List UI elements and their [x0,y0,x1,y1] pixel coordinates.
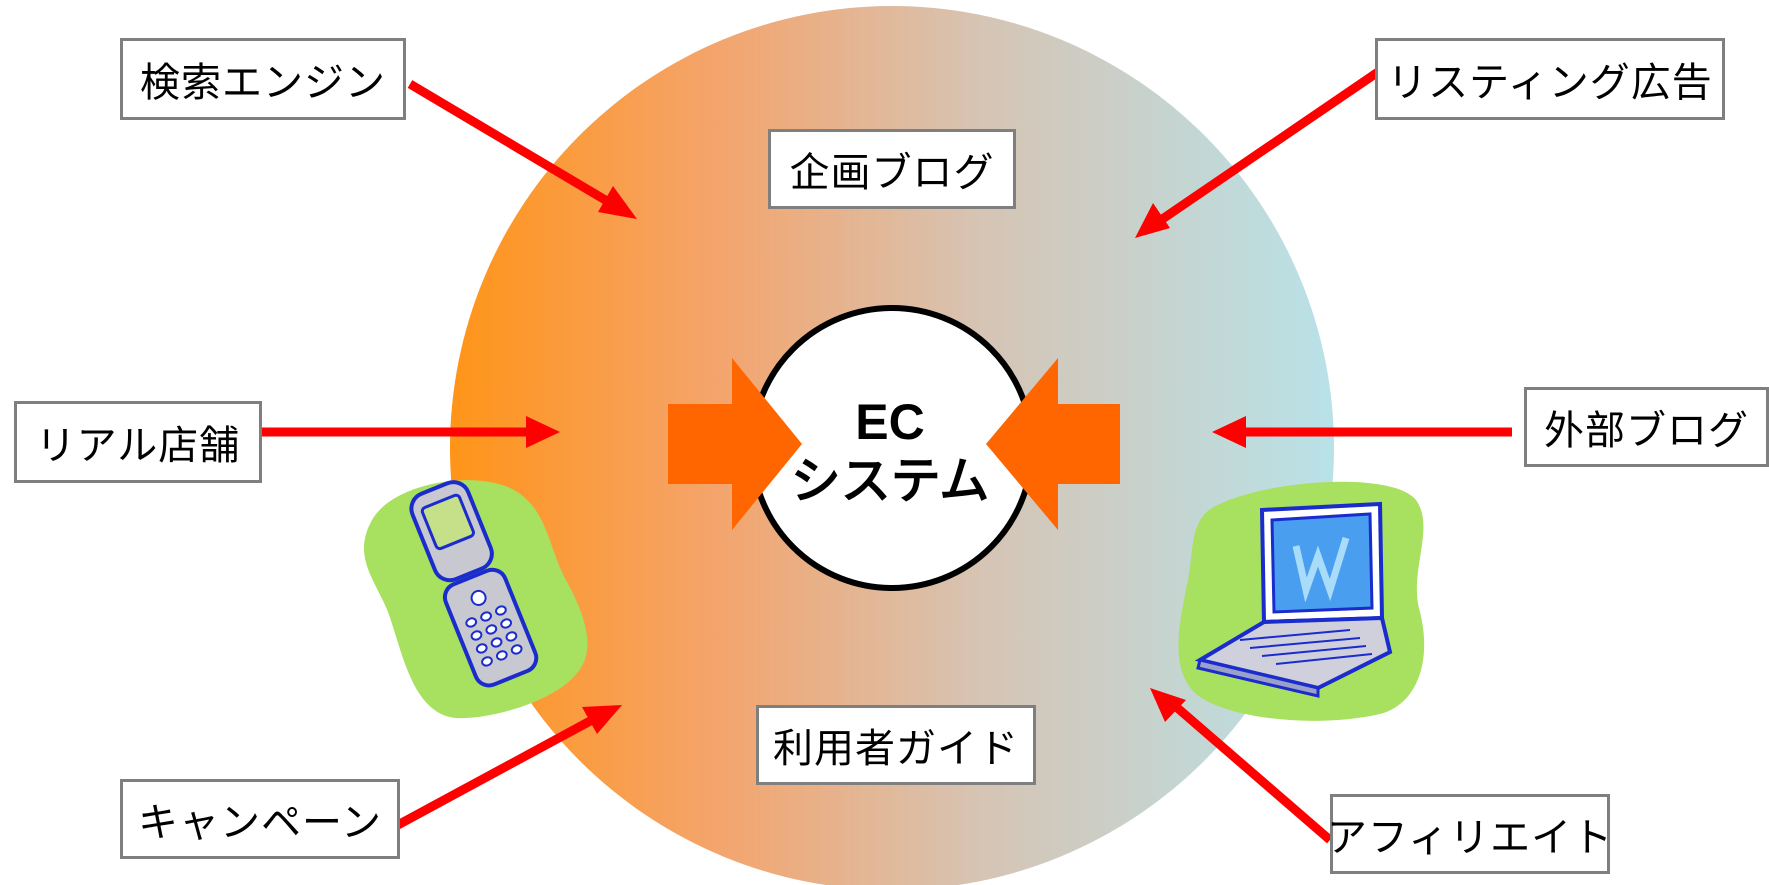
center-label: EC システム [740,382,1040,522]
label-campaign: キャンペーン [120,779,400,859]
label-search-engine: 検索エンジン [120,38,406,120]
right-big-arrow [986,358,1120,530]
arrow-listing-ads [1155,68,1381,226]
label-affiliate: アフィリエイト [1327,794,1612,874]
arrowhead-real-store [526,416,560,448]
arrowhead-listing-ads [1135,203,1170,238]
left-big-arrow [668,358,802,530]
label-planning-blog: 企画ブログ [768,129,1016,209]
arrow-search-engine [407,80,615,208]
laptop-icon [1178,481,1425,721]
label-real-store: リアル店舗 [14,401,262,483]
label-user-guide: 利用者ガイド [756,705,1036,785]
arrowhead-search-engine [598,186,637,219]
arrowhead-external-blog [1212,416,1246,448]
red-arrows [258,68,1512,844]
mobile-phone-icon [363,480,588,719]
label-listing-ads: リスティング広告 [1375,38,1725,120]
center-label-line1: EC [855,394,925,450]
center-label-line2: システム [790,453,990,509]
arrow-affiliate [1171,701,1333,844]
arrow-campaign [393,716,595,830]
arrowhead-affiliate [1150,688,1186,722]
arrowhead-campaign [582,705,622,734]
red-arrow-heads [526,186,1246,734]
label-external-blog: 外部ブログ [1524,387,1769,467]
